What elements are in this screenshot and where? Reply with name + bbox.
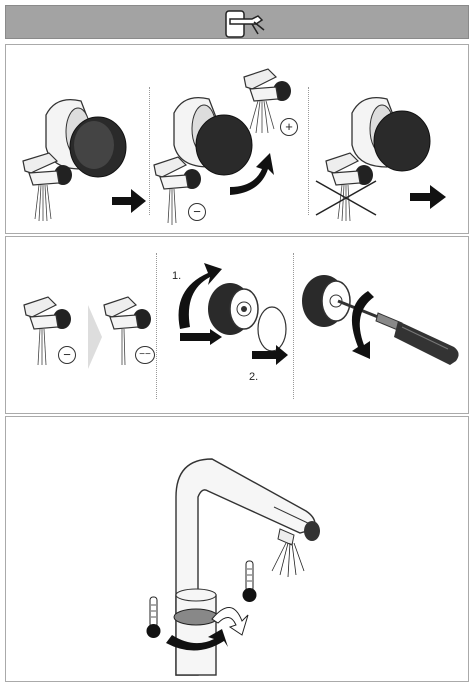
thermometer-cold-icon: [146, 596, 161, 638]
plus-symbol: +: [280, 118, 298, 136]
faucet-illustration: [166, 458, 320, 676]
spray-outlet-weak-icon: [153, 156, 201, 225]
step-1-label: 1.: [172, 270, 182, 282]
knob-rotate-illustration: [173, 96, 274, 195]
step-panel-adjust-spray: + −: [5, 44, 469, 234]
step-panel-clean-aerator: − −− 1. 2.: [5, 236, 469, 414]
spray-outlet-crossed-icon: [315, 152, 377, 222]
clean-aerator-screwdriver-illustration: [302, 275, 459, 365]
spray-outlet-clogged-icon: [103, 296, 151, 366]
divider: [156, 253, 157, 399]
divider: [293, 253, 294, 399]
arrow-right-icon: [88, 305, 102, 369]
spray-outlet-strong-icon: [243, 68, 291, 134]
minus-symbol: −: [188, 203, 206, 221]
minus-symbol: −: [58, 346, 76, 364]
divider: [149, 87, 150, 215]
knob-push-reset-illustration: [351, 96, 446, 209]
step-panel-temperature-limit: [5, 416, 469, 682]
remove-aerator-illustration: [178, 263, 288, 365]
step-2-label: 2.: [249, 371, 259, 383]
double-minus-symbol: −−: [135, 346, 155, 364]
thermometer-hot-icon: [242, 560, 257, 602]
spray-outlet-reduced-icon: [23, 296, 71, 366]
spray-outlet-icon: [22, 152, 72, 222]
divider: [308, 87, 309, 215]
knob-push-illustration: [45, 98, 146, 213]
header-bar: [5, 5, 469, 39]
spray-head-icon: [225, 10, 265, 38]
